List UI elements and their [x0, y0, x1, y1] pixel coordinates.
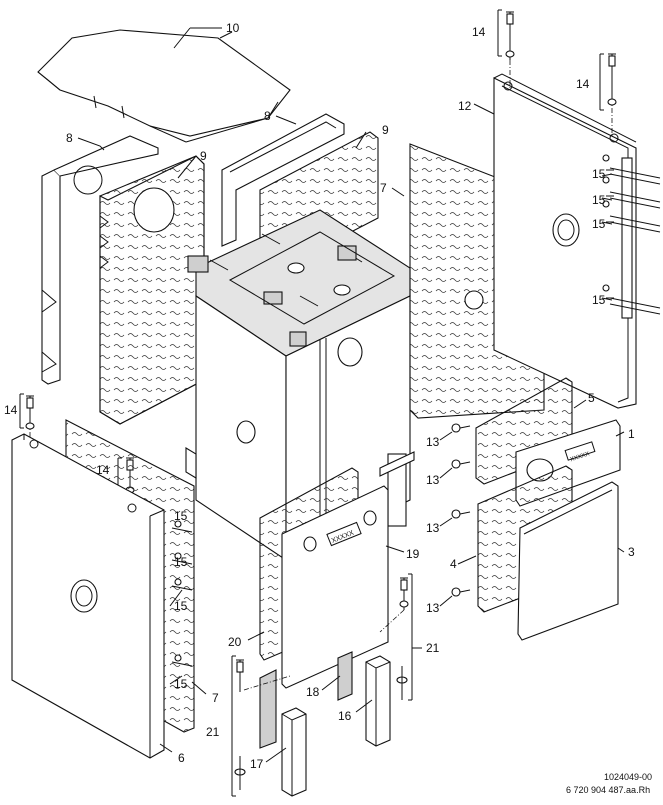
- stud-group-15-left: [171, 520, 193, 667]
- screw-group-21-left: [231, 655, 291, 797]
- callout-7: 7: [380, 181, 387, 195]
- foot-part-17: [281, 707, 307, 797]
- callout-13: 13: [426, 473, 440, 487]
- callout-9: 9: [382, 123, 389, 137]
- callout-1: 1: [628, 427, 635, 441]
- callout-9: 9: [200, 149, 207, 163]
- callout-10: 10: [226, 21, 240, 35]
- callout-16: 16: [338, 709, 352, 723]
- rear-frame-part-8: [221, 113, 345, 247]
- callout-14: 14: [576, 77, 590, 91]
- callout-13: 13: [426, 435, 440, 449]
- callout-21: 21: [206, 725, 220, 739]
- foot-part-16: [365, 655, 391, 747]
- callout-3: 3: [628, 545, 635, 559]
- doc-code: 6 720 904 487.aa.Rh: [566, 785, 650, 795]
- callout-15: 15: [174, 599, 188, 613]
- leader-lines: [77, 27, 625, 763]
- callout-4: 4: [450, 557, 457, 571]
- callout-13: 13: [426, 521, 440, 535]
- callout-15: 15: [592, 217, 606, 231]
- svg-text:XXXXX: XXXXX: [570, 451, 591, 463]
- document-reference: 1024049-00 6 720 904 487.aa.Rh: [566, 772, 652, 795]
- callout-8: 8: [264, 109, 271, 123]
- callout-15: 15: [174, 555, 188, 569]
- callout-15: 15: [174, 509, 188, 523]
- callout-13: 13: [426, 601, 440, 615]
- front-lower-panel-part-19: XXXXX: [281, 485, 389, 689]
- callout-12: 12: [458, 99, 472, 113]
- callout-20: 20: [228, 635, 242, 649]
- left-insulation-part-9: [99, 155, 205, 425]
- screw-group-21-right: [379, 573, 413, 701]
- callout-14: 14: [4, 403, 18, 417]
- callout-labels: 10 8 9 8 9 7 12 14 14 15 15 15 15 14 14 …: [4, 21, 635, 771]
- knob-group-13: [451, 423, 471, 597]
- callout-17: 17: [250, 757, 264, 771]
- callout-15: 15: [592, 293, 606, 307]
- left-side-frame-part-8: [41, 135, 159, 385]
- front-door-part-3: [517, 481, 619, 641]
- right-side-panel-part-12: [493, 73, 637, 409]
- left-side-panel-part-6: [11, 433, 165, 759]
- callout-8: 8: [66, 131, 73, 145]
- callout-14: 14: [472, 25, 486, 39]
- callout-14: 14: [96, 463, 110, 477]
- foot-part-18: [259, 651, 353, 749]
- top-cover-part-10: [37, 29, 291, 143]
- callout-5: 5: [588, 391, 595, 405]
- callout-21: 21: [426, 641, 440, 655]
- stud-group-15-right: [602, 154, 661, 315]
- callout-7: 7: [212, 691, 219, 705]
- callout-15: 15: [174, 677, 188, 691]
- callout-6: 6: [178, 751, 185, 765]
- callout-19: 19: [406, 547, 420, 561]
- callout-18: 18: [306, 685, 320, 699]
- callout-15: 15: [592, 167, 606, 181]
- screw-group-14-top: [497, 9, 617, 136]
- doc-number: 1024049-00: [604, 772, 652, 782]
- callout-15: 15: [592, 193, 606, 207]
- boiler-body: [185, 209, 415, 562]
